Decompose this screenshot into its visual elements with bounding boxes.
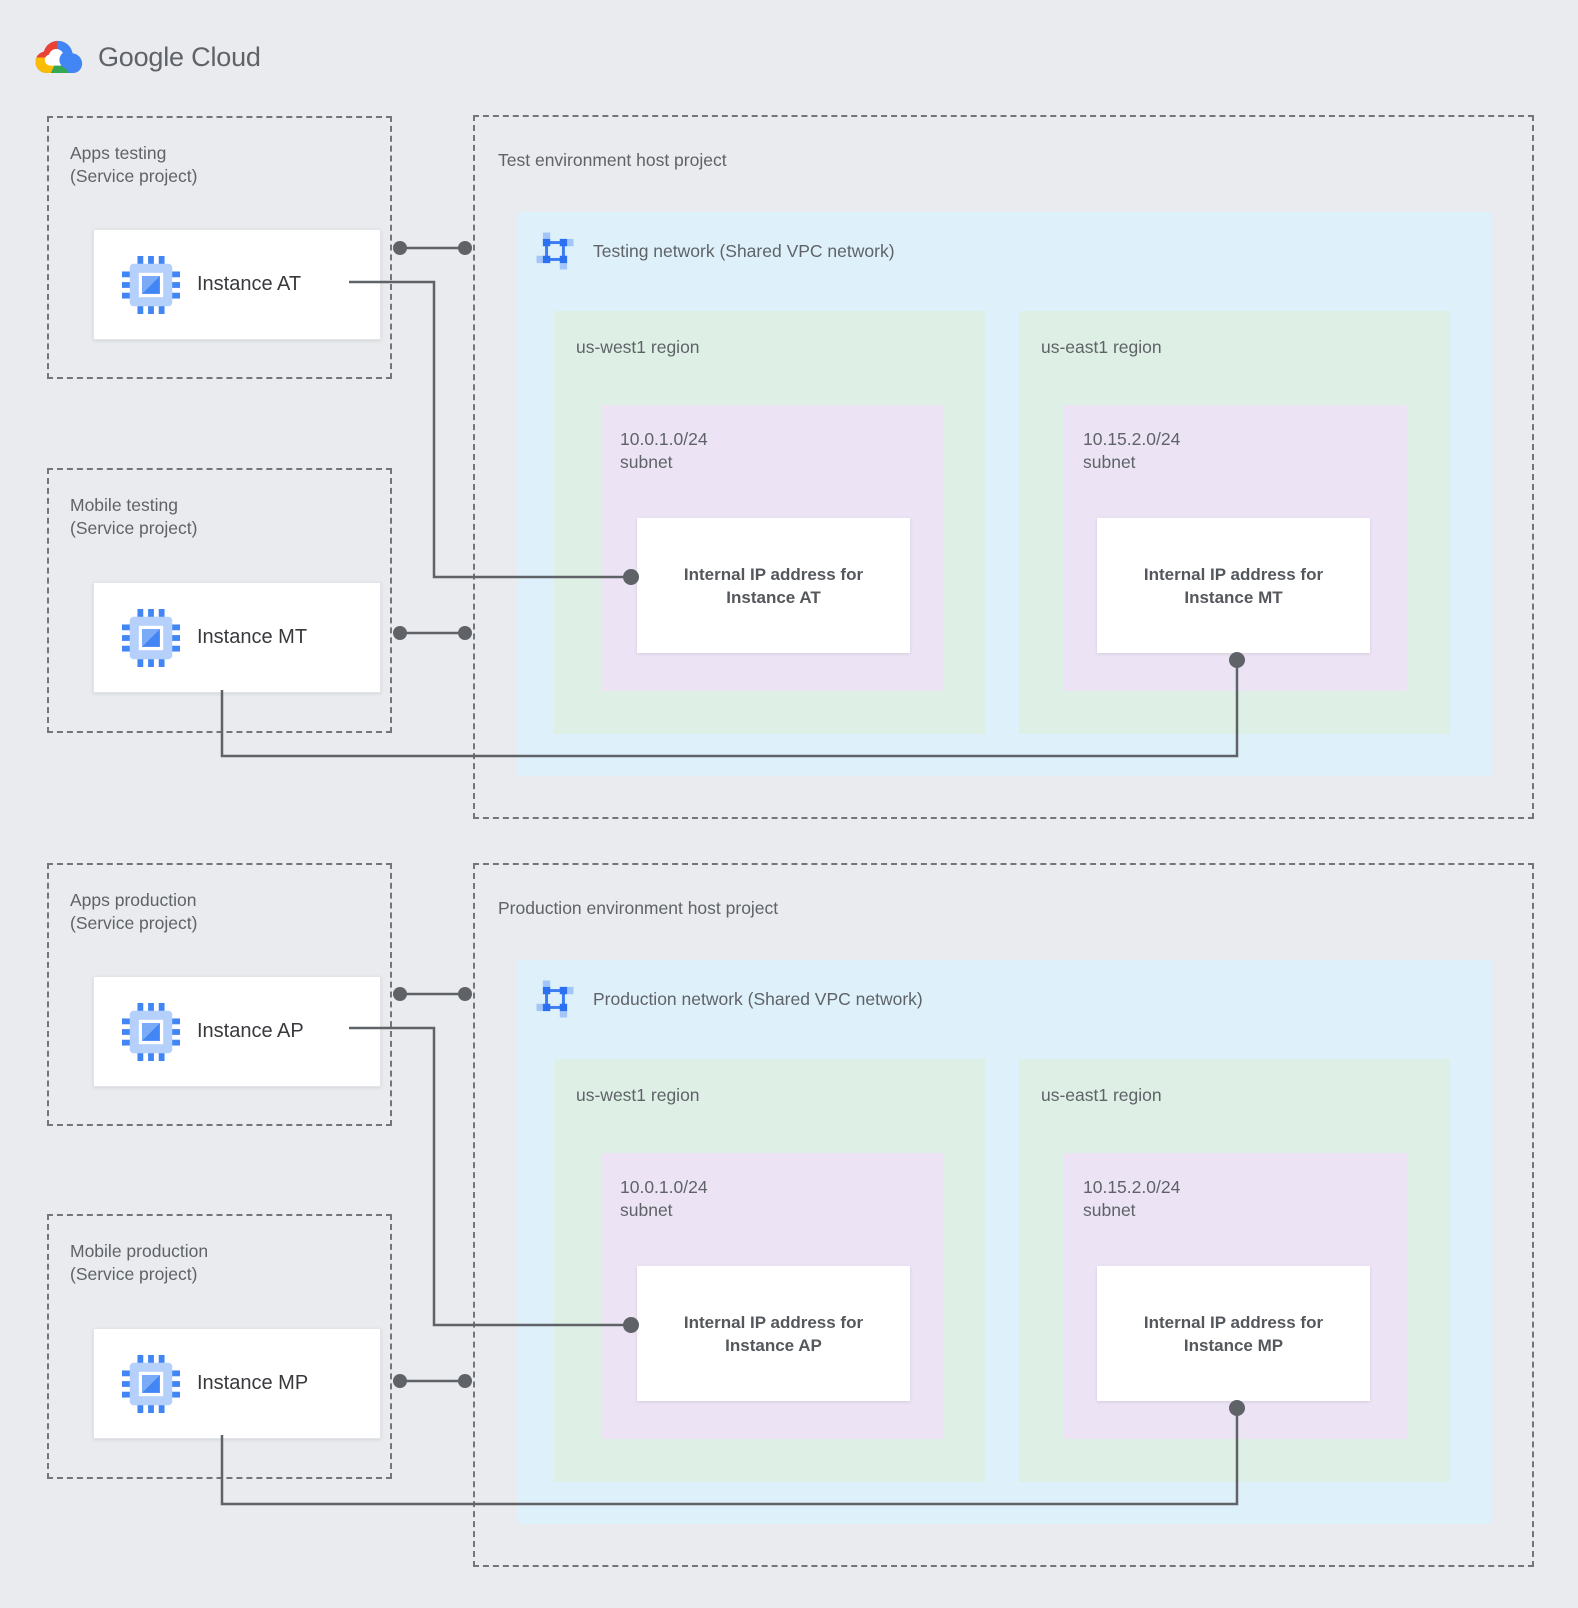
ip-label-line1: Internal IP address for xyxy=(683,1312,864,1332)
endpoint-dot xyxy=(393,241,407,255)
network-label: Testing network (Shared VPC network) xyxy=(593,240,895,261)
vpc-network-icon xyxy=(536,232,574,270)
endpoint-dot xyxy=(458,241,472,255)
instance-label: Instance MT xyxy=(197,626,308,648)
compute-engine-icon xyxy=(122,1355,180,1413)
instance-box-ap: Instance AP xyxy=(93,976,381,1087)
service-project-apps-production: Apps production (Service project) Instan… xyxy=(47,863,392,1126)
instance-label: Instance AP xyxy=(197,1020,304,1042)
internal-ip-box-mp: Internal IP address for Instance MP xyxy=(1097,1266,1370,1401)
service-project-title: Mobile testing (Service project) xyxy=(70,494,197,540)
subnet-label: 10.0.1.0/24 subnet xyxy=(620,1176,708,1222)
ip-label-line1: Internal IP address for xyxy=(1143,564,1324,584)
service-project-title: Apps testing (Service project) xyxy=(70,142,197,188)
compute-engine-icon xyxy=(122,1003,180,1061)
subnet-label: 10.15.2.0/24 subnet xyxy=(1083,1176,1180,1222)
service-project-apps-testing: Apps testing (Service project) Instance … xyxy=(47,116,392,379)
ip-label-line2: Instance AT xyxy=(726,587,821,607)
subnet-label: 10.0.1.0/24 subnet xyxy=(620,428,708,474)
ip-label-line1: Internal IP address for xyxy=(1143,1312,1324,1332)
region-label: us-east1 region xyxy=(1041,1085,1162,1105)
ip-label-line1: Internal IP address for xyxy=(683,564,864,584)
service-project-mobile-production: Mobile production (Service project) Inst… xyxy=(47,1214,392,1479)
host-project-title: Test environment host project xyxy=(498,150,727,170)
service-project-title-line2: (Service project) xyxy=(70,518,198,538)
service-project-title: Apps production (Service project) xyxy=(70,889,197,935)
vpc-network-icon xyxy=(536,980,574,1018)
endpoint-dot xyxy=(458,987,472,1001)
instance-label: Instance MP xyxy=(197,1372,309,1394)
google-cloud-logo-icon xyxy=(35,40,83,73)
google-cloud-logo: Google Cloud xyxy=(33,38,261,77)
service-project-title-line1: Apps testing xyxy=(70,143,167,163)
internal-ip-box-at: Internal IP address for Instance AT xyxy=(637,518,910,653)
service-project-mobile-testing: Mobile testing (Service project) Instanc… xyxy=(47,468,392,733)
service-project-title-line2: (Service project) xyxy=(70,166,198,186)
ip-label-line2: Instance MT xyxy=(1184,587,1283,607)
instance-box-mp: Instance MP xyxy=(93,1328,381,1439)
subnet-word: subnet xyxy=(1083,1200,1136,1220)
service-project-title-line1: Mobile testing xyxy=(70,495,178,515)
internal-ip-box-mt: Internal IP address for Instance MT xyxy=(1097,518,1370,653)
ip-label-line2: Instance MP xyxy=(1183,1335,1284,1355)
endpoint-dot xyxy=(393,1374,407,1388)
internal-ip-box-ap: Internal IP address for Instance AP xyxy=(637,1266,910,1401)
region-label: us-west1 region xyxy=(576,337,700,357)
service-project-title-line1: Apps production xyxy=(70,890,197,910)
compute-engine-icon xyxy=(122,609,180,667)
service-project-title-line1: Mobile production xyxy=(70,1241,209,1261)
subnet-cidr: 10.0.1.0/24 xyxy=(620,1177,708,1197)
service-project-title-line2: (Service project) xyxy=(70,1264,198,1284)
endpoint-dot xyxy=(458,1374,472,1388)
instance-box-at: Instance AT xyxy=(93,229,381,340)
subnet-cidr: 10.0.1.0/24 xyxy=(620,429,708,449)
compute-engine-icon xyxy=(122,256,180,314)
instance-label: Instance AT xyxy=(197,273,302,295)
subnet-cidr: 10.15.2.0/24 xyxy=(1083,1177,1181,1197)
ip-label-line2: Instance AP xyxy=(725,1335,822,1355)
network-label: Production network (Shared VPC network) xyxy=(593,988,923,1009)
service-project-title-line2: (Service project) xyxy=(70,913,198,933)
endpoint-dot xyxy=(458,626,472,640)
subnet-word: subnet xyxy=(620,452,673,472)
host-project-title: Production environment host project xyxy=(498,898,779,918)
region-label: us-east1 region xyxy=(1041,337,1162,357)
subnet-word: subnet xyxy=(620,1200,673,1220)
network-header: Testing network (Shared VPC network) xyxy=(536,232,895,270)
service-project-title: Mobile production (Service project) xyxy=(70,1240,208,1286)
region-label: us-west1 region xyxy=(576,1085,700,1105)
instance-box-mt: Instance MT xyxy=(93,582,381,693)
subnet-label: 10.15.2.0/24 subnet xyxy=(1083,428,1180,474)
subnet-word: subnet xyxy=(1083,452,1136,472)
endpoint-dot xyxy=(393,626,407,640)
network-header: Production network (Shared VPC network) xyxy=(536,980,923,1018)
endpoint-dot xyxy=(393,987,407,1001)
subnet-cidr: 10.15.2.0/24 xyxy=(1083,429,1181,449)
google-cloud-logo-text: Google Cloud xyxy=(98,42,261,72)
